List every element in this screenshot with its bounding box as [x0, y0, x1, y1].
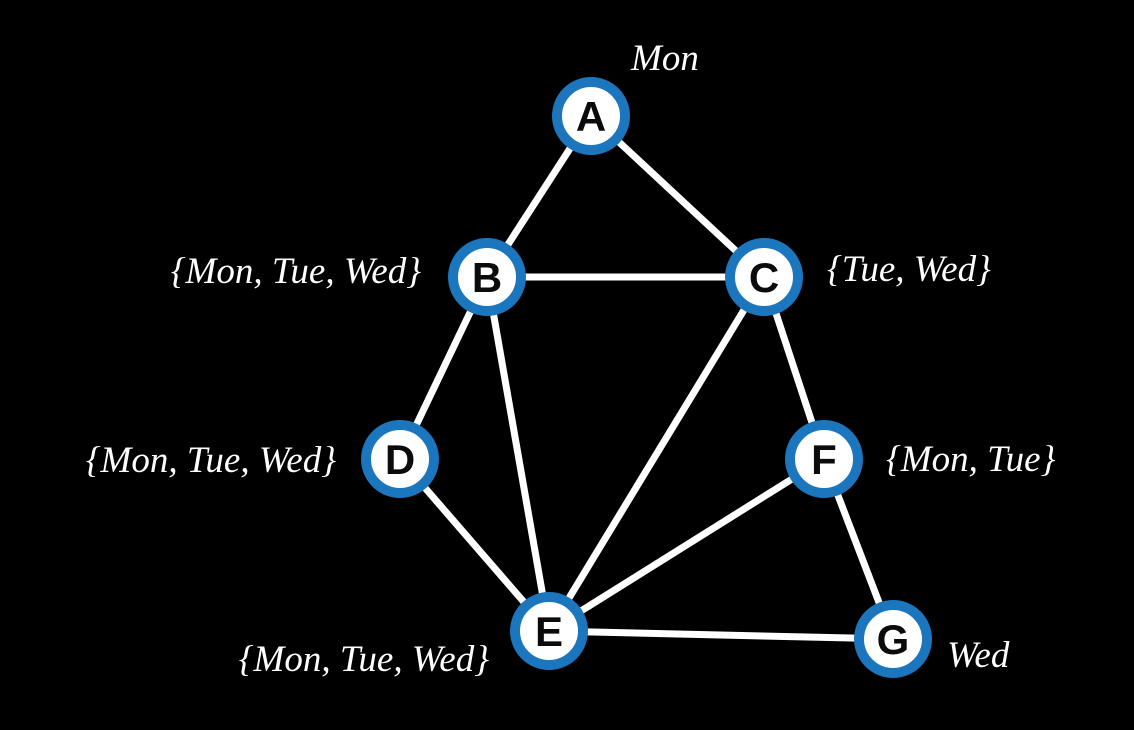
node-A-letter: A [576, 93, 606, 140]
node-A-circle [552, 77, 630, 155]
edge-A-C [587, 112, 768, 281]
node-D-domain-label: {Mon, Tue, Wed} [86, 440, 336, 481]
node-E-letter: E [535, 608, 563, 655]
node-D-circle [361, 420, 439, 498]
node-B-circle [448, 238, 526, 316]
node-G-circle [854, 600, 932, 678]
node-B-domain-label: {Mon, Tue, Wed} [171, 251, 421, 292]
node-C-domain-label: {Tue, Wed} [827, 249, 991, 290]
node-F-letter: F [811, 436, 837, 483]
edge-C-E [545, 273, 768, 635]
node-F-domain-label: {Mon, Tue} [886, 439, 1056, 480]
node-D-letter: D [385, 436, 415, 483]
node-D: D [361, 420, 439, 498]
node-G-domain-label: Wed [947, 635, 1010, 676]
node-E: E [510, 592, 588, 670]
node-B: B [448, 238, 526, 316]
node-A: A [552, 77, 630, 155]
node-G-letter: G [877, 616, 910, 663]
node-F-circle [785, 420, 863, 498]
node-E-domain-label: {Mon, Tue, Wed} [239, 639, 489, 680]
node-B-letter: B [472, 254, 502, 301]
edge-B-E [483, 273, 553, 635]
edge-E-G [545, 627, 897, 643]
node-C: C [725, 238, 803, 316]
edge-E-F [545, 455, 828, 635]
node-C-letter: C [749, 254, 779, 301]
node-F: F [785, 420, 863, 498]
node-E-circle [510, 592, 588, 670]
node-A-domain-label: Mon [630, 38, 699, 79]
node-G: G [854, 600, 932, 678]
node-C-circle [725, 238, 803, 316]
